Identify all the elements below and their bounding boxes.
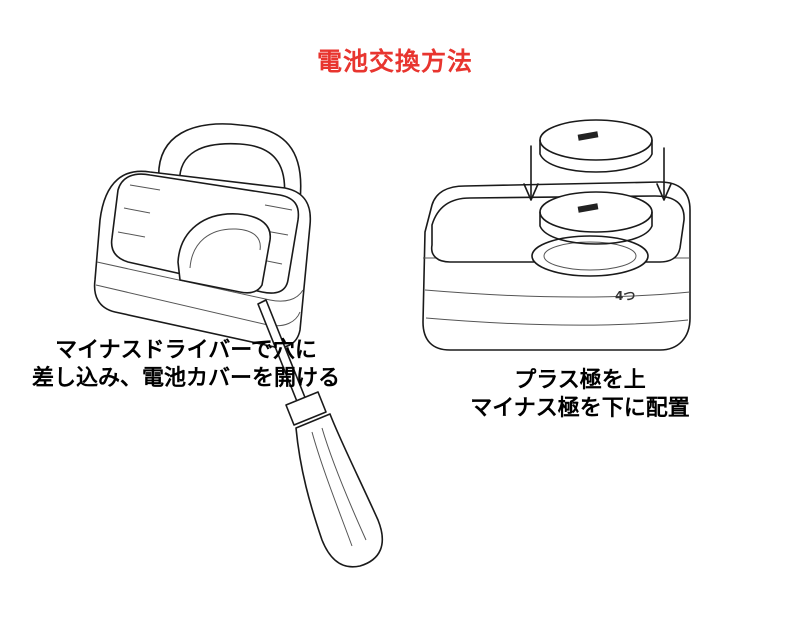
battery-count-label: 4つ	[615, 289, 635, 303]
left-caption-line-2: 差し込み、電池カバーを開ける	[31, 366, 340, 391]
right-caption-line-2: マイナス極を下に配置	[470, 396, 690, 421]
left-caption-line-1: マイナスドライバーで穴に	[55, 338, 317, 363]
page-title: 電池交換方法	[316, 47, 473, 76]
right-instruction-caption: プラス極を上 マイナス極を下に配置	[410, 367, 750, 423]
right-caption-line-1: プラス極を上	[514, 368, 646, 393]
left-instruction-caption: マイナスドライバーで穴に 差し込み、電池カバーを開ける	[0, 337, 372, 393]
